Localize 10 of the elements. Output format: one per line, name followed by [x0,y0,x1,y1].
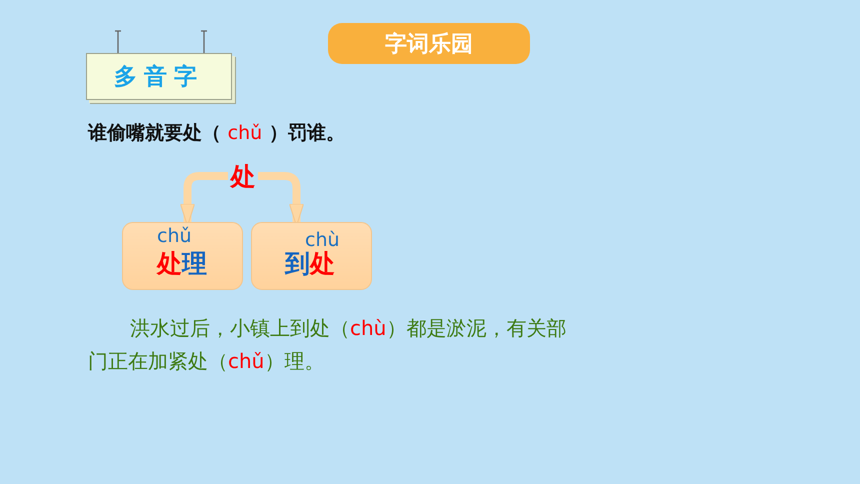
title-banner: 字词乐园 [328,23,530,64]
word-card [122,222,243,290]
pinyin-text: chǔ [157,225,192,247]
paragraph-text: 洪水过后，小镇上到处（chù）都是淤泥，有关部门正在加紧处（chǔ）理。 [88,315,568,375]
word-card [251,222,372,290]
character-text: 处 [228,160,258,194]
word-text: 处理 [157,248,207,280]
word-text: 到处 [285,248,335,280]
sentence-text: 谁偷嘴就要处（ chǔ ）罚谁。 [88,121,345,146]
pinyin-text: chù [305,229,340,251]
